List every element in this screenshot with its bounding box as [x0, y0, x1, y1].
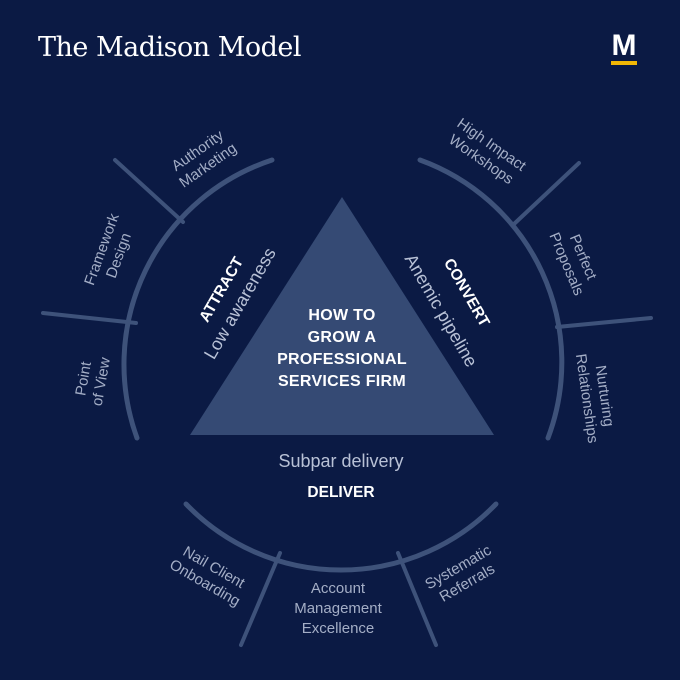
center-line-2: GROW A — [308, 329, 377, 346]
stage-deliver-name: DELIVER — [307, 484, 374, 501]
divider-convert-mid — [555, 316, 653, 329]
attract-arc — [121, 157, 275, 441]
logo-underline — [611, 61, 637, 65]
center-line-1: HOW TO — [308, 307, 375, 324]
center-line-3: PROFESSIONAL — [277, 351, 407, 368]
center-line-4: SERVICES FIRM — [278, 373, 406, 390]
deliver-arc — [183, 501, 499, 573]
outer-ring — [121, 157, 565, 573]
tactic-label-line: Management — [294, 600, 382, 617]
tactic-label-line: Point — [72, 360, 95, 397]
divider-attract-mid — [41, 311, 138, 325]
convert-arc — [417, 157, 565, 441]
tactic-framework-design: Framework Design — [81, 211, 135, 288]
center-title: HOW TO GROW A PROFESSIONAL SERVICES FIRM — [277, 307, 407, 390]
tactic-systematic-referrals: Systematic Referrals — [422, 542, 498, 606]
tactic-nurturing-relationships: Nurturing Relationships — [572, 353, 617, 445]
tactic-perfect-proposals: Perfect Proposals — [545, 230, 600, 298]
stage-deliver-problem: Subpar delivery — [278, 451, 403, 471]
tactic-label-line: Account — [311, 580, 366, 597]
tactic-point-of-view: Point of View — [72, 356, 114, 407]
tactic-account-management-excellence: Account Management Excellence — [294, 580, 382, 637]
center-triangle — [190, 197, 494, 435]
divider-deliver-right — [396, 551, 438, 647]
divider-deliver-left — [239, 551, 282, 647]
divider-attract-top — [113, 158, 185, 224]
stage-deliver: Subpar delivery DELIVER — [278, 451, 403, 501]
tactic-label-line: Excellence — [302, 620, 375, 637]
logo-letter: M — [611, 29, 637, 62]
ring-dividers — [41, 158, 653, 647]
page-title: The Madison Model — [38, 32, 302, 63]
divider-convert-top — [512, 161, 581, 226]
tactic-nail-client-onboarding: Nail Client Onboarding — [167, 543, 249, 610]
madison-logo: M — [610, 29, 638, 65]
